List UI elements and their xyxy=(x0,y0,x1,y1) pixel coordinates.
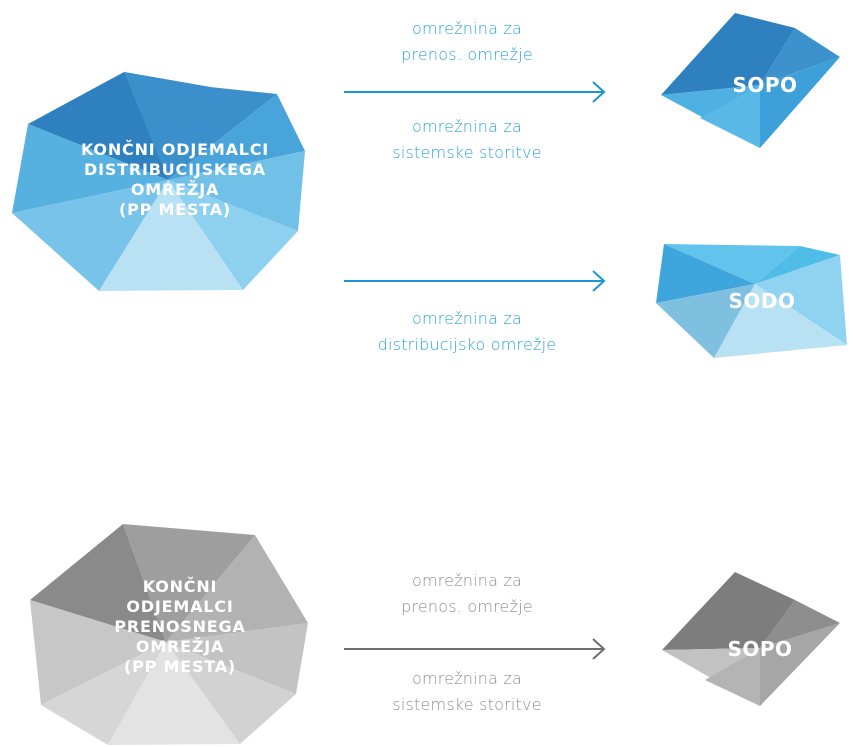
label-line: omrežnina za xyxy=(411,309,523,328)
title-line: ODJEMALCI xyxy=(126,597,234,616)
sodo-node-label: SODO xyxy=(728,289,796,313)
flow-top-label-below: omrežnina za sistemske storitve xyxy=(334,114,600,166)
label-line: prenos. omrežje xyxy=(401,45,533,64)
arrow-to-sopo-blue xyxy=(344,81,606,103)
title-line: PRENOSNEGA xyxy=(114,617,246,636)
title-line: DISTRIBUCIJSKEGA xyxy=(84,160,266,179)
arrow-to-sodo xyxy=(344,270,606,292)
label-line: omrežnina za xyxy=(411,117,523,136)
transmission-customers-shape xyxy=(30,524,308,745)
sopo-node-grey xyxy=(662,572,840,706)
flow-grey-label-below: omrežnina za sistemske storitve xyxy=(334,666,600,718)
transmission-customers-title: KONČNI ODJEMALCI PRENOSNEGA OMREŽJA (PP … xyxy=(60,577,300,677)
sodo-node xyxy=(656,244,847,358)
title-line: KONČNI xyxy=(142,577,218,596)
flow-grey-label-above: omrežnina za prenos. omrežje xyxy=(334,568,600,620)
title-line: OMREŽJA xyxy=(130,180,220,199)
title-line: KONČNI ODJEMALCI xyxy=(80,140,270,159)
title-line: (PP MESTA) xyxy=(123,657,237,676)
flow-bottom-label-below: omrežnina za distribucijsko omrežje xyxy=(324,306,610,358)
title-line: OMREŽJA xyxy=(135,637,225,656)
label-line: omrežnina za xyxy=(411,669,523,688)
distribution-customers-shape xyxy=(12,72,305,291)
label-line: prenos. omrežje xyxy=(401,597,533,616)
title-line: (PP MESTA) xyxy=(118,200,232,219)
arrow-to-sopo-grey xyxy=(344,638,606,660)
label-line: distribucijsko omrežje xyxy=(377,335,557,354)
label-line: sistemske storitve xyxy=(392,143,542,162)
flow-top-label-above: omrežnina za prenos. omrežje xyxy=(334,16,600,68)
label-line: omrežnina za xyxy=(411,571,523,590)
label-line: sistemske storitve xyxy=(392,695,542,714)
sopo-node-grey-label: SOPO xyxy=(727,637,793,661)
label-line: omrežnina za xyxy=(411,19,523,38)
distribution-customers-title: KONČNI ODJEMALCI DISTRIBUCIJSKEGA OMREŽJ… xyxy=(40,140,310,220)
sopo-node-blue xyxy=(661,13,840,148)
sopo-node-blue-label: SOPO xyxy=(732,73,798,97)
